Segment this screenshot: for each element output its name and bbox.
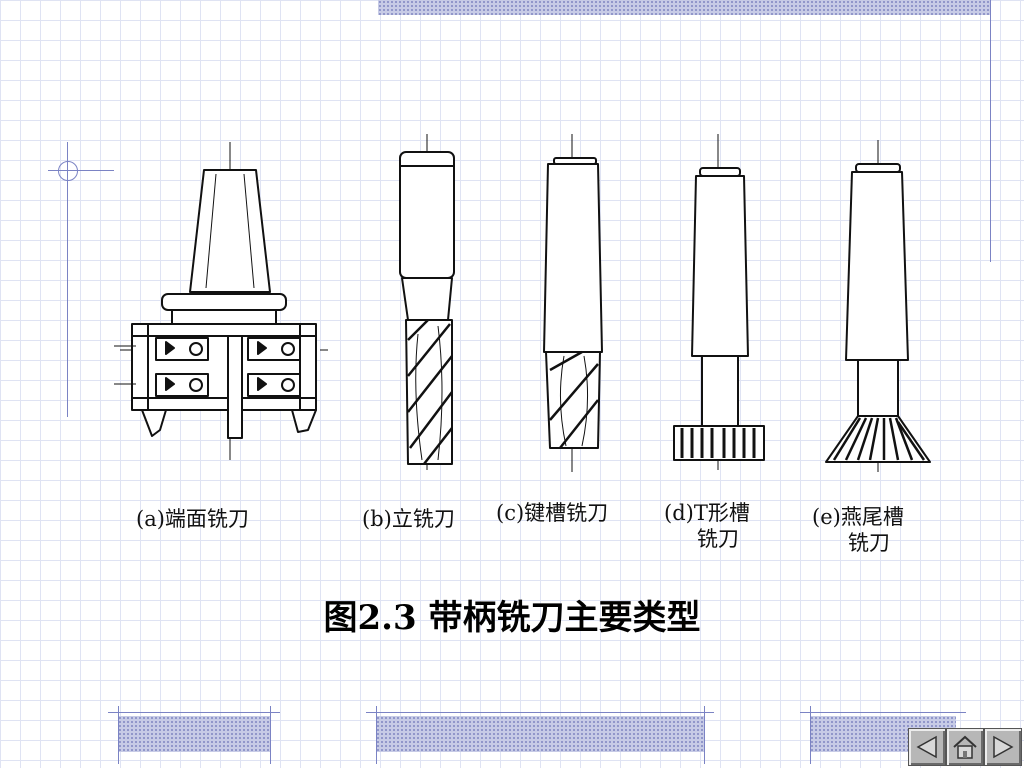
caption-b-label: (b) (362, 507, 392, 531)
bottom-decor-vline-1 (118, 706, 119, 764)
bottom-decor-vline-3 (376, 706, 377, 764)
bottom-decor-hline-3 (800, 712, 966, 713)
figure-title: 图2.3 带柄铣刀主要类型 (323, 598, 701, 638)
caption-e-label: (e) (812, 505, 841, 529)
bottom-decor-vline-2 (270, 706, 271, 764)
end-mill-drawing (399, 134, 455, 470)
prev-button[interactable] (908, 728, 946, 766)
milling-cutters-figure (114, 134, 931, 472)
t-slot-cutter-drawing (673, 134, 765, 470)
left-decor-circle (58, 161, 78, 181)
right-decor-line (990, 0, 991, 262)
dovetail-cutter-drawing (825, 140, 931, 472)
bottom-decor-vline-5 (810, 706, 811, 764)
caption-e-name-line2: 铣刀 (847, 531, 890, 555)
caption-a-name: 端面铣刀 (164, 507, 249, 531)
caption-d-name-line2: 铣刀 (696, 527, 739, 551)
top-decor-band (378, 0, 990, 15)
bottom-decor-hline-1 (108, 712, 280, 713)
next-button[interactable] (984, 728, 1022, 766)
caption-a-label: (a) (136, 507, 165, 531)
caption-d: (d)T形槽 铣刀 (664, 500, 750, 552)
face-mill-drawing (114, 142, 328, 460)
caption-c: (c)键槽铣刀 (496, 500, 608, 526)
caption-b-name: 立铣刀 (391, 507, 455, 531)
caption-a: (a)端面铣刀 (136, 506, 249, 532)
caption-e-name-line1: 燕尾槽 (840, 505, 904, 529)
left-decor-line (67, 142, 68, 417)
caption-e: (e)燕尾槽 铣刀 (812, 504, 904, 556)
bottom-decor-vline-4 (704, 706, 705, 764)
prev-triangle-icon (916, 735, 937, 759)
bottom-decor-band-1 (118, 716, 270, 752)
left-decor-hline (48, 170, 114, 171)
keyseat-cutter-drawing (543, 134, 603, 472)
caption-c-label: (c) (496, 501, 525, 525)
next-triangle-icon (993, 735, 1014, 759)
caption-c-name: 键槽铣刀 (524, 501, 609, 525)
caption-d-name-line1: T形槽 (693, 501, 750, 525)
home-house-icon (953, 735, 977, 759)
bottom-decor-hline-2 (366, 712, 714, 713)
bottom-decor-band-2 (376, 716, 704, 752)
home-button[interactable] (946, 728, 984, 766)
caption-d-label: (d) (664, 501, 694, 525)
caption-b: (b)立铣刀 (362, 506, 455, 532)
